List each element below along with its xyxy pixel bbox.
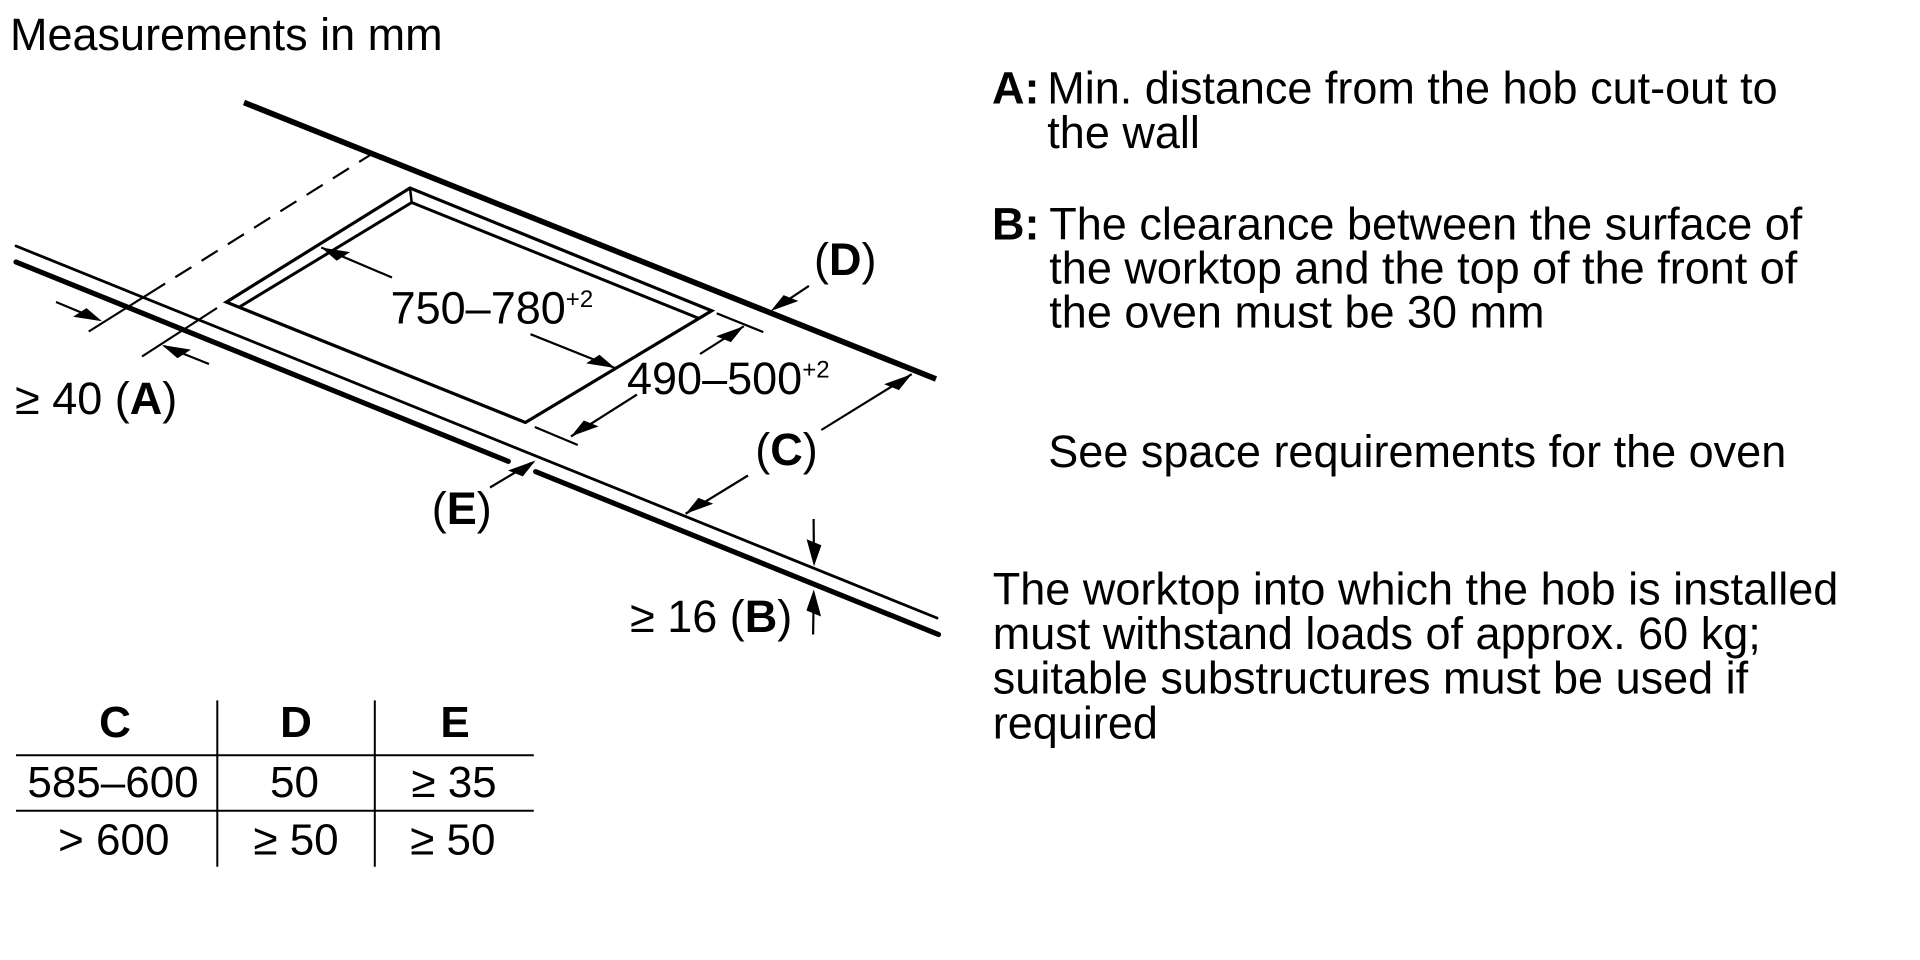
svg-text:must withstand loads of approx: must withstand loads of approx. 60 kg; — [993, 608, 1761, 659]
svg-text:750–780+2: 750–780+2 — [391, 283, 594, 334]
svg-text:A:: A: — [992, 63, 1039, 114]
svg-text:(E): (E) — [432, 483, 492, 534]
svg-text:The clearance between the surf: The clearance between the surface of — [1049, 199, 1802, 250]
svg-text:(C): (C) — [755, 424, 818, 475]
svg-text:≥ 50: ≥ 50 — [253, 816, 338, 865]
svg-text:(D): (D) — [814, 234, 877, 285]
svg-text:> 600: > 600 — [58, 816, 169, 865]
svg-text:490–500+2: 490–500+2 — [627, 353, 830, 404]
svg-text:suitable substructures must be: suitable substructures must be used if — [993, 653, 1749, 704]
svg-text:E: E — [440, 698, 469, 747]
svg-text:Min. distance from the hob cut: Min. distance from the hob cut-out to — [1047, 63, 1777, 114]
svg-text:the oven must be 30 mm: the oven must be 30 mm — [1049, 287, 1544, 338]
svg-text:C: C — [99, 698, 131, 747]
svg-text:B:: B: — [992, 199, 1039, 250]
svg-text:D: D — [280, 698, 312, 747]
svg-text:required: required — [993, 697, 1158, 748]
svg-text:See space requirements for the: See space requirements for the oven — [1048, 426, 1786, 477]
svg-text:the worktop and the top of the: the worktop and the top of the front of — [1049, 243, 1797, 294]
svg-text:≥ 40 (A): ≥ 40 (A) — [15, 373, 177, 424]
svg-text:≥ 16 (B): ≥ 16 (B) — [630, 591, 792, 642]
svg-text:Measurements in mm: Measurements in mm — [10, 9, 443, 60]
svg-text:the wall: the wall — [1047, 107, 1200, 158]
svg-text:50: 50 — [270, 758, 319, 807]
svg-text:585–600: 585–600 — [27, 758, 198, 807]
svg-text:The worktop into which the hob: The worktop into which the hob is instal… — [993, 564, 1838, 615]
svg-text:≥ 50: ≥ 50 — [410, 816, 495, 865]
svg-text:≥ 35: ≥ 35 — [411, 758, 496, 807]
